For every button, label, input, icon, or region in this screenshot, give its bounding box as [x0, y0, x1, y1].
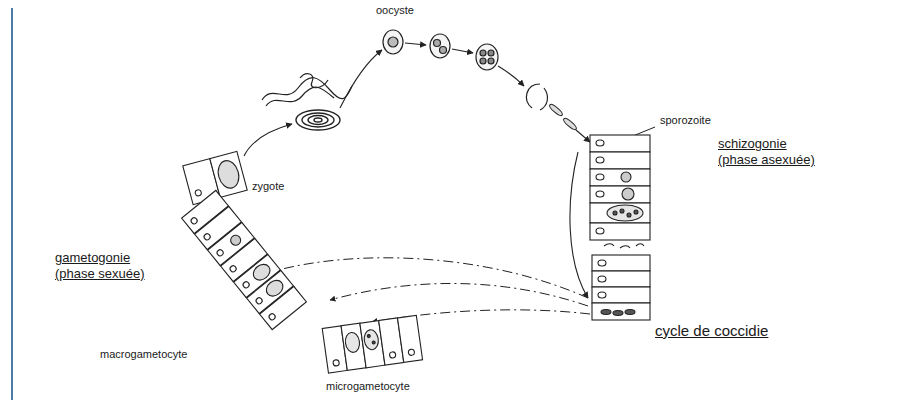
stage-label: zygote [252, 180, 284, 193]
phase-label: gametogonie (phase sexuée) [55, 250, 161, 281]
gametogony-cells [182, 190, 307, 329]
figure-caption: cycle de coccidie [655, 322, 768, 340]
stage-label: microgametocyte [326, 380, 410, 393]
stage-label: macrogametocyte [100, 348, 187, 361]
cycle-arrows [244, 43, 590, 298]
stage-label: oocyste [376, 4, 414, 17]
coiled-oocyst [296, 110, 340, 130]
oocysts [383, 30, 547, 110]
sporozoites [548, 103, 577, 131]
stage-label: sporozoite [660, 114, 711, 127]
microgametocyte-cells [322, 315, 422, 373]
phase-label: schizogonie (phase asexuée) [718, 136, 830, 167]
schizogony-cells [590, 135, 650, 320]
soil-worm [262, 74, 352, 106]
merozoite-arrows [258, 258, 590, 322]
frame-line [11, 8, 13, 400]
